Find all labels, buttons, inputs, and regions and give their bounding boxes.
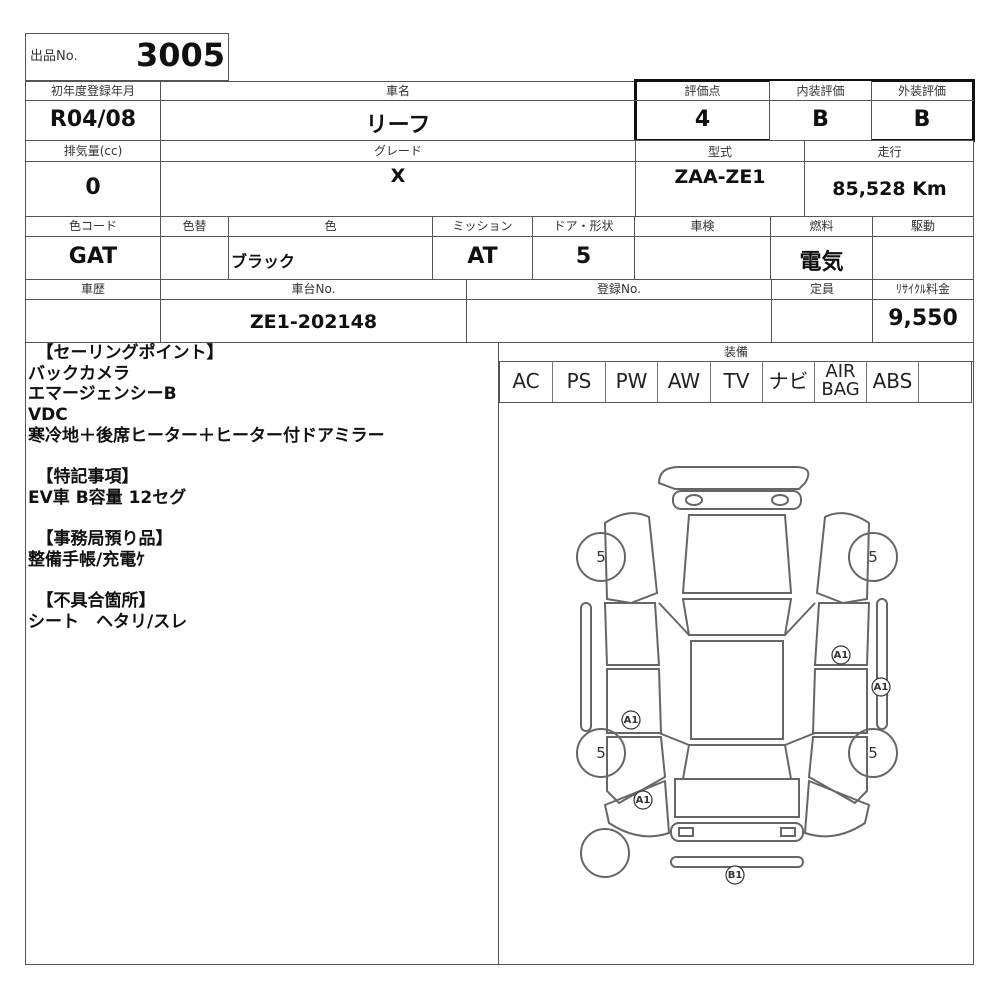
note-line: 【不具合箇所】 [28,591,156,612]
model-code: ZAA-ZE1 [674,166,766,188]
notes-divider [498,342,499,965]
grade: X [390,165,406,187]
row2-cell [635,140,805,217]
equipment-row [499,361,972,403]
drive-label: 駆動 [910,219,935,233]
damage-mark: A1 [833,650,849,661]
row4-label-line [25,279,974,300]
damage-mark: B1 [727,870,743,881]
row3-cell [532,216,635,280]
equipment-label: 装備 [723,345,748,359]
displacement: 0 [85,175,101,200]
row1-label-line [25,81,974,101]
note-line [28,446,498,467]
car-name: リーフ [365,113,431,138]
interior-grade: B [812,107,829,132]
mission-label: ミッション [452,219,513,233]
tire-rear-right: 5 [868,744,878,762]
row3-cell [634,216,771,280]
mileage: 85,528 Km [832,178,947,200]
capacity-label: 定員 [809,282,834,296]
damage-mark: A1 [873,682,889,693]
row3-cell [770,216,873,280]
score-label: 評価点 [684,84,721,98]
color-name: ブラック [231,252,296,271]
tire-front-right: 5 [868,548,878,566]
mission: AT [467,244,498,269]
row4-cell [160,279,467,343]
notes-panel: 【セーリングポイント】 バックカメラ エマージェンシーB VDC 寒冷地＋後席ヒ… [28,343,498,633]
equipment-ac: AC [500,361,553,402]
fuel-label: 燃料 [809,219,834,233]
damage-mark: A1 [623,715,639,726]
chassis-number: ZE1-202148 [249,311,378,333]
row4-cell [25,279,161,343]
row3-label-line [25,216,974,237]
equipment-tv: TV [711,361,763,402]
exterior-label: 外装評価 [897,84,946,98]
car-body-outline [576,466,898,878]
reg-year: R04/08 [49,107,137,132]
equipment-pw: PW [606,361,658,402]
history-label: 車歴 [80,282,105,296]
note-line: 整備手帳/充電ｹ [28,549,145,570]
row1-cell [769,81,872,140]
score: 4 [694,107,711,132]
note-line: EV車 B容量 12セグ [28,487,187,508]
row4-cell [771,279,873,343]
row3-cell [25,216,161,280]
mileage-label: 走行 [877,145,902,159]
fuel: 電気 [799,250,844,275]
note-line: シート ヘタリ/スレ [28,611,188,632]
note-line: バックカメラ [28,363,130,384]
row3-cell [160,216,229,280]
note-line: VDC [28,405,68,426]
equipment-abs: ABS [867,361,919,402]
car-damage-diagram [576,466,898,885]
damage-marks [621,645,891,885]
reg-year-label: 初年度登録年月 [50,84,135,98]
damage-mark: A1 [635,795,651,806]
lot-number: 3005 [135,36,225,74]
tire-front-left: 5 [596,548,606,566]
equipment-empty [919,361,971,402]
grade-label: グレード [373,144,422,158]
lot-box [25,33,229,81]
reg-no-label: 登録No. [597,282,641,296]
color-code: GAT [68,244,118,269]
chassis-label: 車台No. [291,282,336,296]
equipment-aw: AW [658,361,711,402]
tire-rear-left: 5 [596,744,606,762]
doors: 5 [575,244,592,269]
recycle-fee: 9,550 [888,306,958,331]
displacement-label: 排気量(cc) [63,144,123,158]
exterior-grade: B [913,107,931,132]
doors-label: ドア・形状 [553,219,614,233]
note-line: 【事務局預り品】 [28,529,173,550]
row1-cell [160,81,636,141]
color-label: 色 [324,219,337,233]
equipment-ps: PS [553,361,606,402]
repaint-label: 色替 [182,219,207,233]
model-label: 型式 [707,145,732,159]
equipment-airbag: AIR BAG [815,361,867,402]
note-line: 【セーリングポイント】 [28,343,224,363]
lot-label: 出品No. [30,49,78,64]
note-line: 寒冷地＋後席ヒーター＋ヒーター付ドアミラー [28,425,385,446]
recycle-label: ﾘｻｲｸﾙ料金 [895,282,950,296]
note-line [28,571,498,592]
note-line: エマージェンシーB [28,384,177,405]
equipment-navi: ナビ [763,361,815,402]
color-code-label: 色コード [68,219,117,233]
car-name-label: 車名 [385,84,410,98]
interior-label: 内装評価 [796,84,845,98]
note-line [28,509,498,530]
row2-label-line [25,140,974,162]
note-line: 【特記事項】 [28,467,139,488]
inspection-label: 車検 [690,219,715,233]
